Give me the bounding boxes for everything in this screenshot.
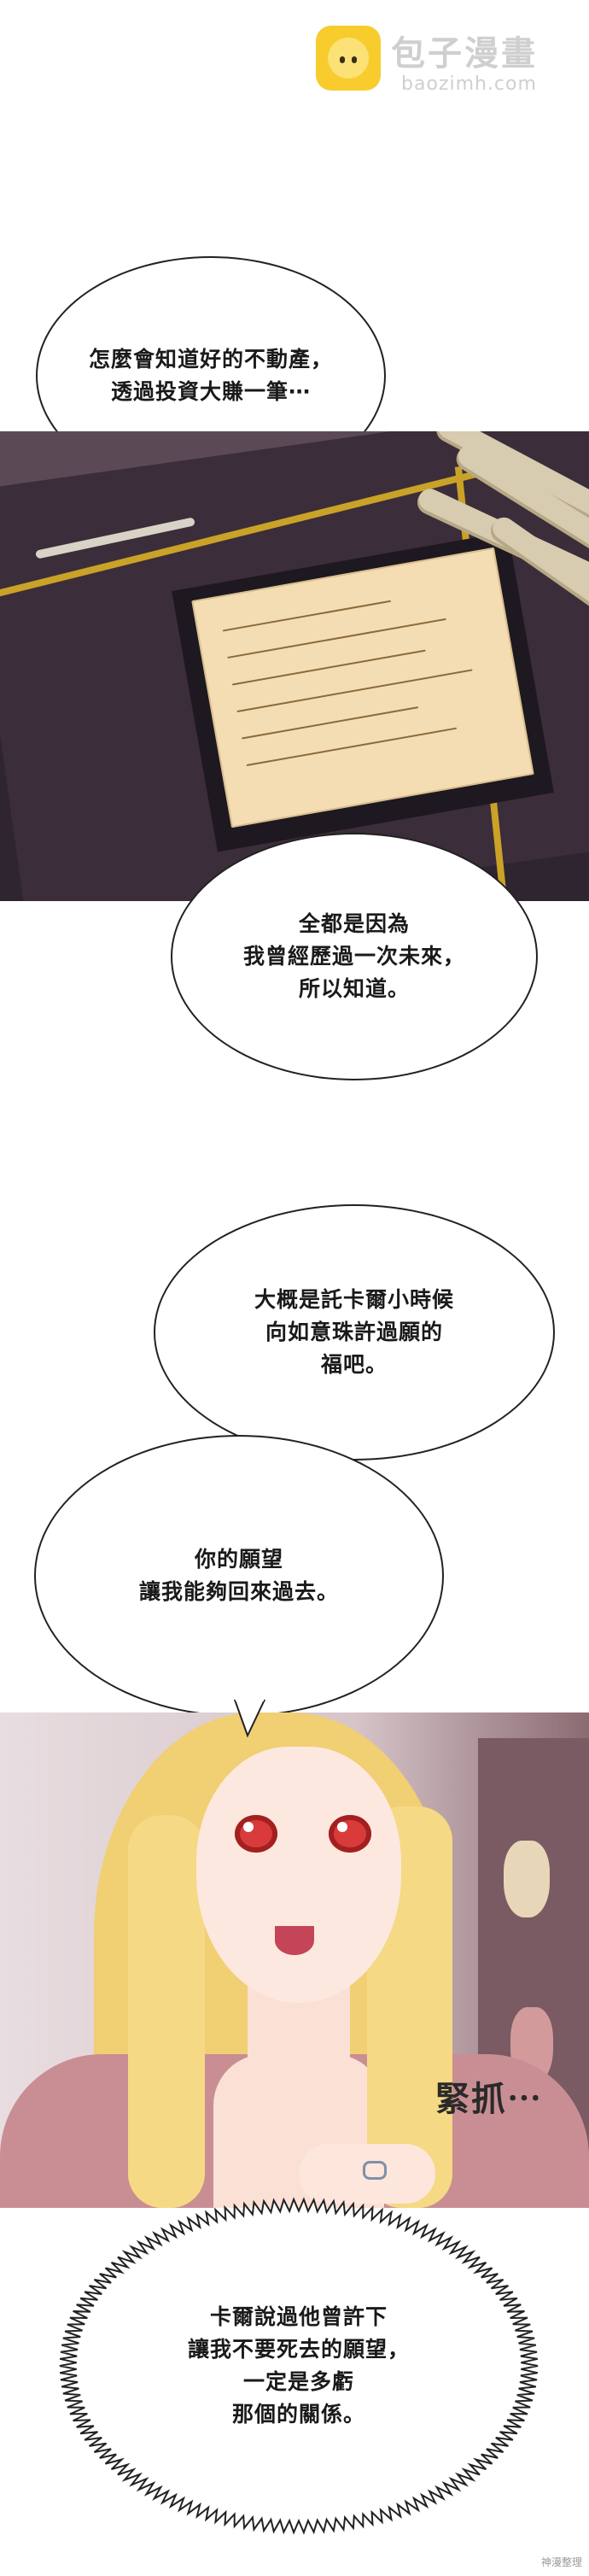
- speech-text-4: 你的願望 讓我能夠回來過去。: [138, 1547, 339, 1604]
- spiky-bubble-shape: [59, 2197, 539, 2535]
- character-eye: [329, 1815, 371, 1853]
- handwriting-line: [222, 600, 392, 632]
- eye-highlight: [337, 1822, 347, 1832]
- narration-text: 卡爾說過他曾許下 讓我不要死去的願望， 一定是多虧 那個的關係。: [187, 2304, 410, 2427]
- watermark-title: 包子漫畫: [391, 34, 538, 73]
- bun-eye: [340, 56, 345, 63]
- speech-text-2: 全都是因為 我曾經歷過一次未來， 所以知道。: [242, 911, 465, 1001]
- character-eye: [235, 1815, 277, 1853]
- narration-text-wrap: 卡爾說過他曾許下 讓我不要死去的願望， 一定是多虧 那個的關係。: [43, 2187, 555, 2545]
- panel-desk-letter: [0, 431, 589, 901]
- handwriting-line: [242, 706, 419, 740]
- vase: [504, 1841, 550, 1917]
- speech-text-1: 怎麼會知道好的不動產， 透過投資大賺一筆⋯: [88, 347, 333, 404]
- bun-eye: [352, 56, 357, 63]
- credit-text: 神漫整理: [540, 2556, 582, 2568]
- speech-bubble-3: 大概是託卡爾小時候 向如意珠許過願的 福吧。: [154, 1204, 555, 1461]
- watermark-logo: 包子漫畫 baozimh.com: [316, 26, 580, 111]
- watermark-url: baozimh.com: [401, 73, 537, 95]
- handwriting-line: [236, 669, 473, 713]
- ring-icon: [363, 2161, 387, 2180]
- character-face: [196, 1747, 401, 2003]
- character-mouth: [275, 1926, 314, 1955]
- narration-bubble: 卡爾說過他曾許下 讓我不要死去的願望， 一定是多虧 那個的關係。: [43, 2187, 555, 2545]
- spiky-outline: [59, 2197, 539, 2535]
- speech-text-3: 大概是託卡爾小時候 向如意珠許過願的 福吧。: [254, 1287, 454, 1377]
- handwriting-line: [246, 727, 458, 767]
- speech-bubble-2: 全都是因為 我曾經歷過一次未來， 所以知道。: [171, 833, 538, 1080]
- bun-icon: [316, 26, 381, 91]
- eye-highlight: [243, 1822, 254, 1832]
- panel-character-portrait: 緊抓⋯: [0, 1712, 589, 2208]
- sound-effect: 緊抓⋯: [435, 2079, 543, 2119]
- handwriting-line: [231, 649, 426, 686]
- character-hair-strand: [128, 1815, 205, 2208]
- bun-face: [328, 38, 369, 79]
- speech-bubble-4: 你的願望 讓我能夠回來過去。: [34, 1435, 444, 1717]
- speech-tail: [233, 1700, 266, 1738]
